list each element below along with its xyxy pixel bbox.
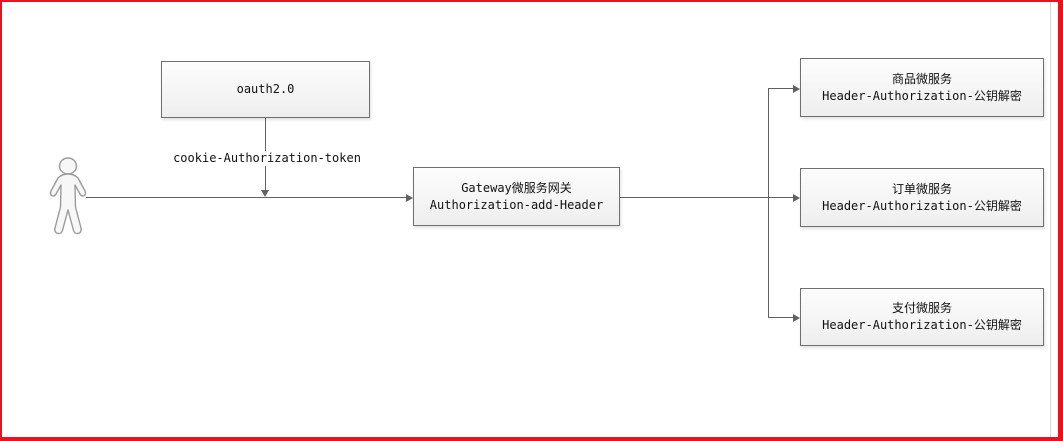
node-product-service-title: 商品微服务 [891,71,952,86]
node-oauth-label: oauth2.0 [236,82,295,96]
node-order-service: 订单微服务 Header-Authorization-公钥解密 [800,168,1044,227]
arrowhead-into-product-service [793,85,800,93]
node-order-service-title: 订单微服务 [891,181,952,196]
arrowhead-oauth-junction [261,190,269,197]
node-oauth: oauth2.0 [161,61,370,118]
connector-branch-product [768,88,794,89]
actor-head [58,157,78,175]
connector-branch-payment [768,317,794,318]
node-gateway-subtitle: Authorization-add-Header [429,197,604,212]
arrowhead-into-gateway [406,194,413,202]
node-payment-service-title: 支付微服务 [891,301,952,315]
user-actor-icon [49,157,87,235]
node-gateway-title: Gateway微服务网关 [461,180,572,195]
node-payment-service: 支付微服务 Header-Authorization-公钥解密 [800,288,1044,346]
connector-user-gateway [86,197,407,198]
node-gateway: Gateway微服务网关 Authorization-add-Header [413,167,620,226]
branch-trunk-line [768,88,769,318]
actor-body [49,173,87,235]
node-payment-service-subtitle: Header-Authorization-公钥解密 [822,318,1022,332]
page-boundary-line [1050,0,1051,441]
edge-label-cookie-token: cookie-Authorization-token [170,151,364,166]
arrowhead-into-payment-service [793,314,800,322]
node-order-service-subtitle: Header-Authorization-公钥解密 [822,198,1022,213]
connector-gateway-branch [620,197,794,198]
arrowhead-into-order-service [793,194,800,202]
node-product-service-subtitle: Header-Authorization-公钥解密 [822,88,1022,103]
node-product-service: 商品微服务 Header-Authorization-公钥解密 [800,58,1044,117]
